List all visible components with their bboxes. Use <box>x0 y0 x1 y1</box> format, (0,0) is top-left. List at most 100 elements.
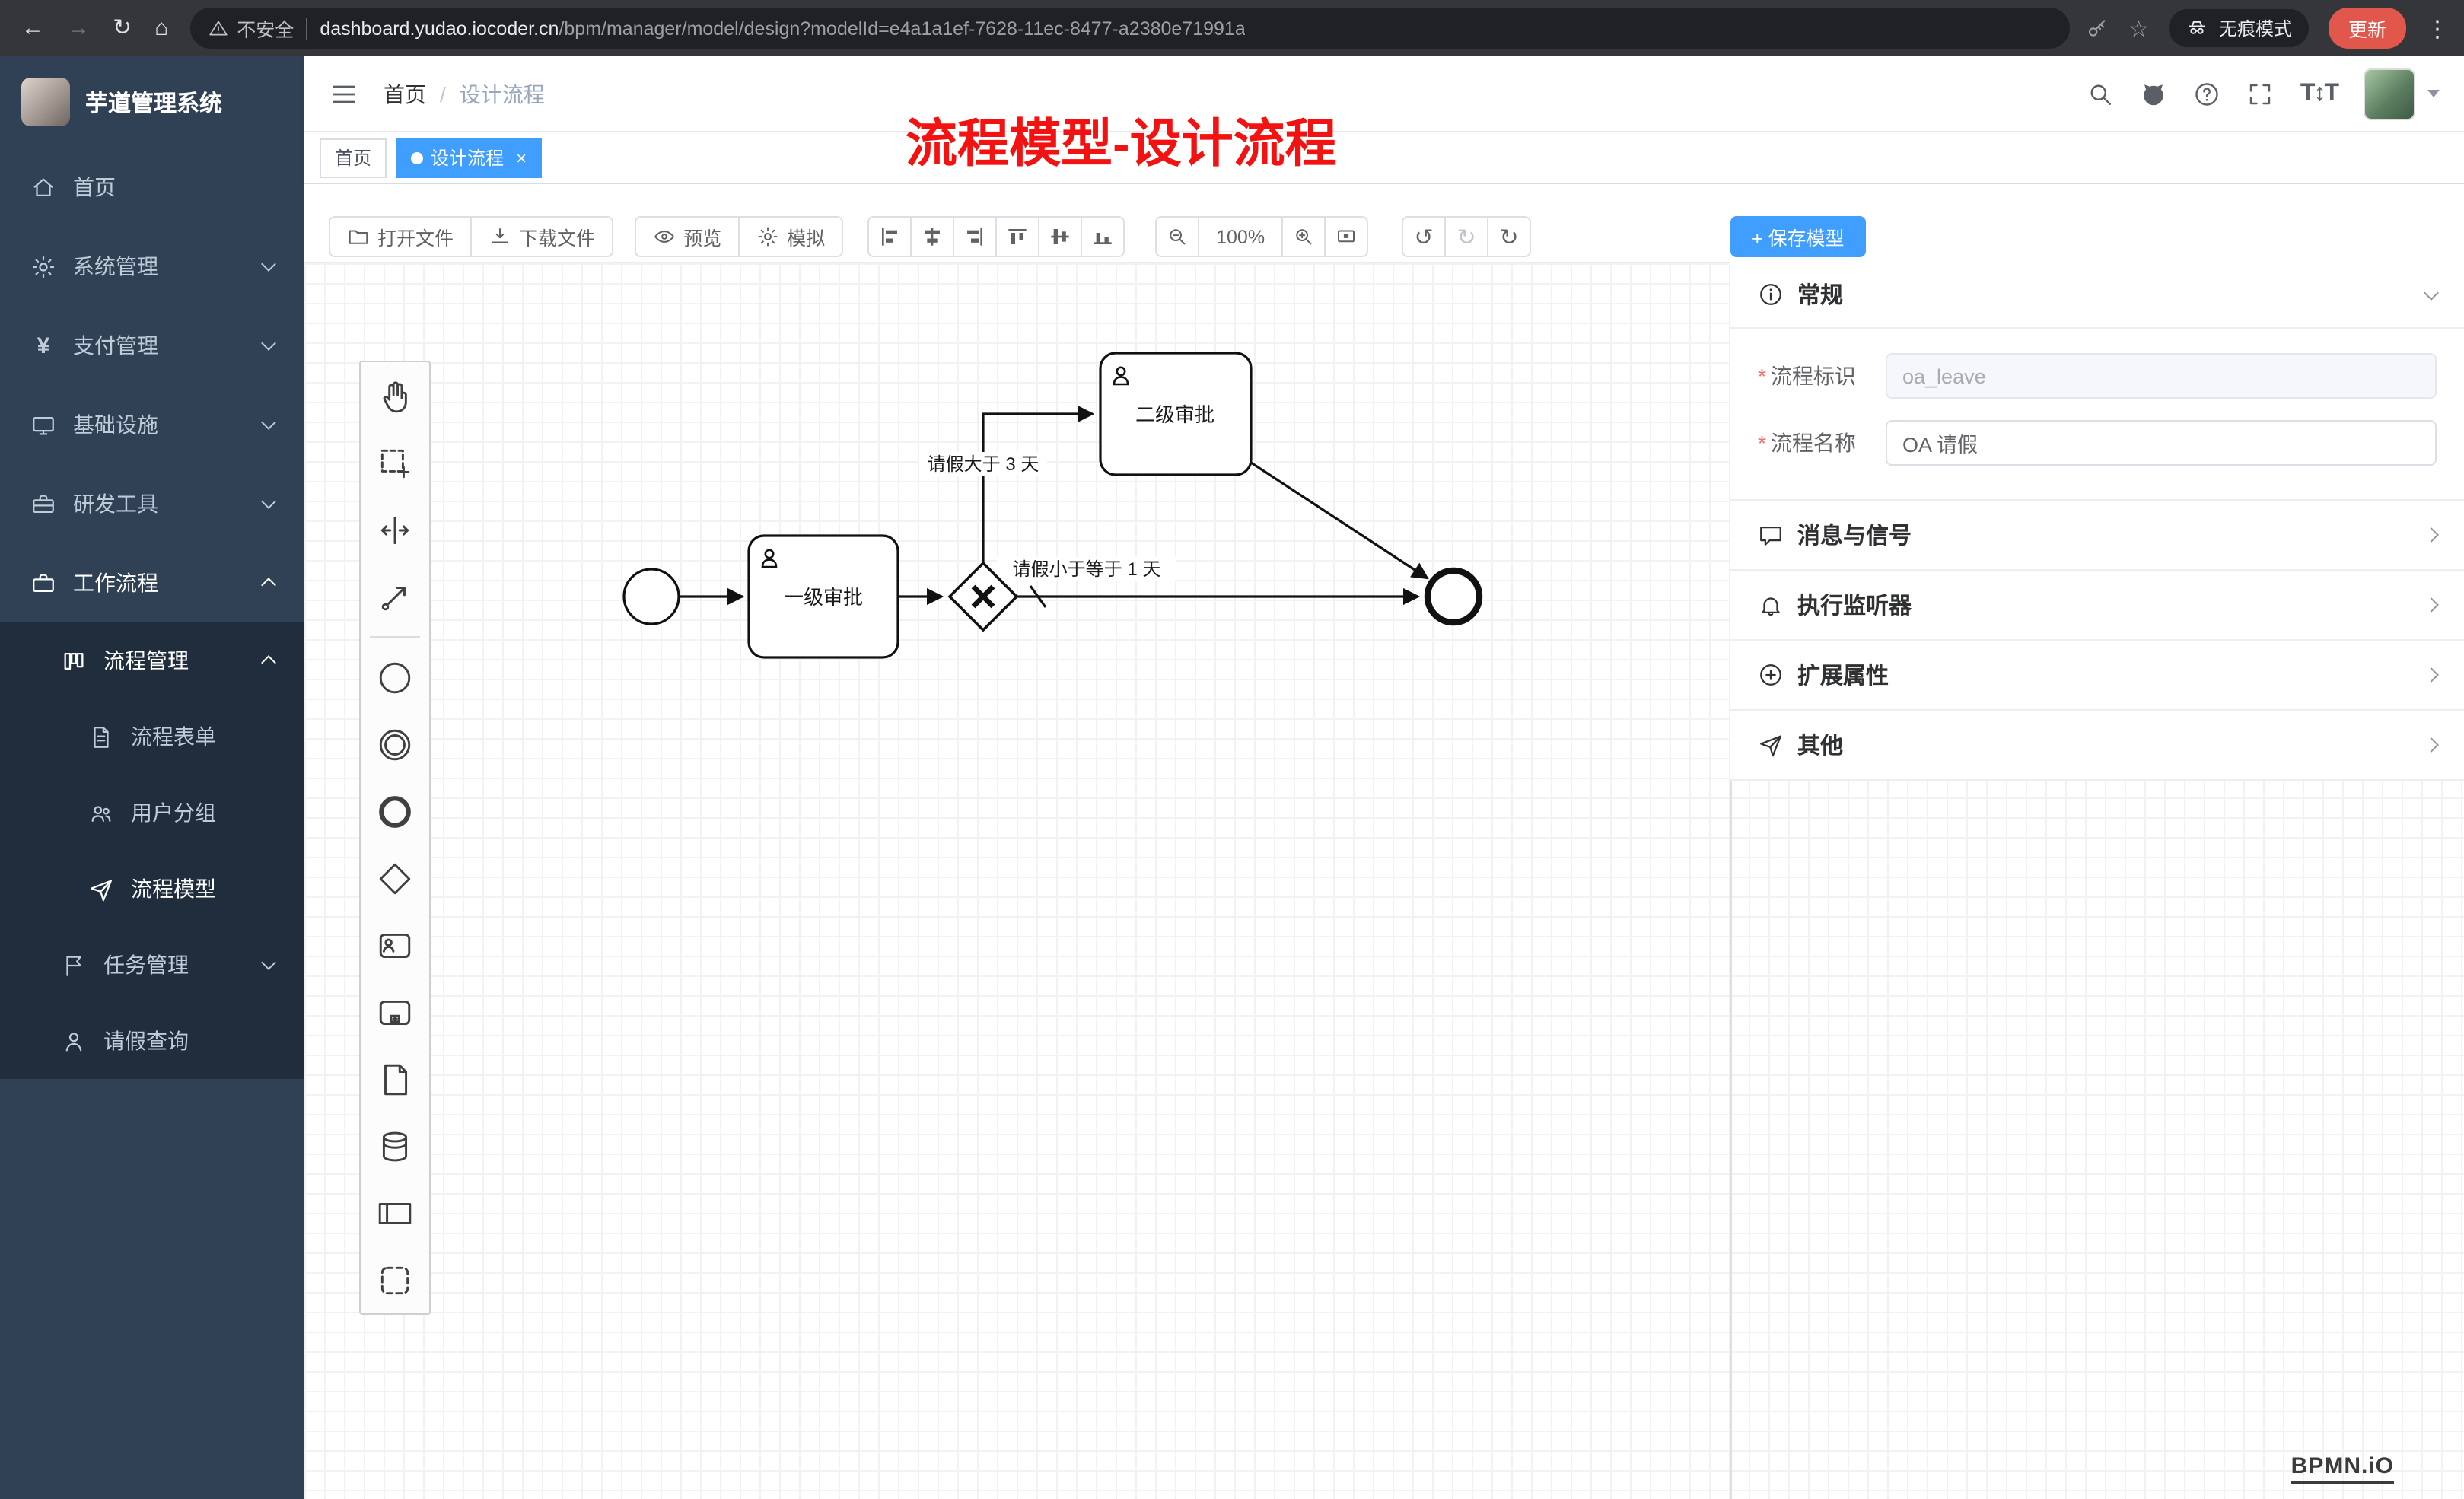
help-icon[interactable] <box>2194 80 2221 107</box>
download-file-button[interactable]: 下载文件 <box>470 216 614 257</box>
yen-icon: ¥ <box>37 333 50 358</box>
close-icon[interactable]: × <box>516 147 527 168</box>
section-other[interactable]: 其他 <box>1730 711 2464 781</box>
end-event[interactable] <box>1424 567 1483 626</box>
align-center-button[interactable] <box>910 216 955 257</box>
sidebar-item-process-model[interactable]: 流程模型 <box>0 851 304 927</box>
start-event[interactable] <box>622 568 680 625</box>
create-gateway[interactable] <box>361 845 429 912</box>
app-logo[interactable]: 芋道管理系统 <box>0 56 304 148</box>
browser-home-icon[interactable]: ⌂ <box>154 15 169 41</box>
sidebar-item-process-mgmt[interactable]: 流程管理 <box>0 622 304 699</box>
align-left-button[interactable] <box>867 216 912 257</box>
search-icon[interactable] <box>2087 80 2115 107</box>
sidebar-item-user-group[interactable]: 用户分组 <box>0 775 304 851</box>
browser-chrome: ← → ↻ ⌂ 不安全 dashboard.yudao.iocoder.cn/b… <box>0 0 2464 56</box>
connect-icon <box>381 586 406 610</box>
preview-button[interactable]: 预览 <box>635 216 740 257</box>
breadcrumb-home[interactable]: 首页 <box>384 81 426 106</box>
reload-icon[interactable]: ↻ <box>113 15 132 41</box>
plus-circle-icon <box>1760 664 1781 686</box>
tags-view: 首页 设计流程 × <box>304 132 2464 184</box>
font-size-icon[interactable]: T↕T <box>2300 80 2339 106</box>
sidebar-item-home[interactable]: 首页 <box>0 148 304 227</box>
sidebar-item-devtools[interactable]: 研发工具 <box>0 464 304 543</box>
task-level1[interactable]: 一级审批 <box>747 534 899 659</box>
hand-tool[interactable] <box>361 362 429 429</box>
create-data-object[interactable] <box>361 1045 429 1112</box>
space-tool-icon <box>380 515 409 544</box>
back-icon[interactable]: ← <box>21 15 44 41</box>
sidebar-item-label: 流程模型 <box>131 877 216 901</box>
section-general[interactable]: 常规 <box>1730 262 2464 329</box>
user-menu[interactable] <box>2364 68 2440 119</box>
align-bottom-button[interactable] <box>1081 216 1125 257</box>
sidebar-item-payment[interactable]: ¥ 支付管理 <box>0 306 304 385</box>
sidebar-item-label: 研发工具 <box>73 492 158 516</box>
fullscreen-icon[interactable] <box>2247 80 2275 107</box>
sidebar-item-leave-query[interactable]: 请假查询 <box>0 1003 304 1079</box>
gateway-icon <box>379 862 411 894</box>
task-level2[interactable]: 二级审批 <box>1099 352 1253 476</box>
zoom-in-button[interactable] <box>1281 216 1326 257</box>
section-extended-attrs[interactable]: 扩展属性 <box>1730 641 2464 711</box>
task-level1-label: 一级审批 <box>784 586 863 609</box>
create-user-task[interactable] <box>361 912 429 979</box>
align-middle-button[interactable] <box>1038 216 1083 257</box>
align-right-button[interactable] <box>953 216 998 257</box>
avatar[interactable] <box>2364 68 2415 119</box>
sidebar-item-system[interactable]: 系统管理 <box>0 227 304 306</box>
main-area: 流程模型-设计流程 首页 / 设计流程 T↕T <box>304 56 2464 1499</box>
subprocess-icon <box>379 999 411 1025</box>
tag-home[interactable]: 首页 <box>320 138 387 177</box>
sidebar-item-workflow[interactable]: 工作流程 <box>0 543 304 622</box>
browser-menu-icon[interactable]: ⋮ <box>2426 16 2449 42</box>
process-name-input[interactable] <box>1886 420 2437 466</box>
key-icon[interactable] <box>2084 16 2109 40</box>
section-execution-listener[interactable]: 执行监听器 <box>1730 571 2464 641</box>
process-key-field: *流程标识 <box>1758 353 2437 399</box>
lasso-tool[interactable] <box>361 429 429 496</box>
create-subprocess[interactable] <box>361 979 429 1045</box>
bpmn-io-watermark[interactable]: BPMN.iO <box>2291 1453 2394 1484</box>
global-connect-tool[interactable] <box>361 563 429 630</box>
create-start-event[interactable] <box>361 644 429 711</box>
bookmark-star-icon[interactable]: ☆ <box>2128 16 2149 42</box>
github-icon[interactable] <box>2141 80 2168 107</box>
tag-design-process[interactable]: 设计流程 × <box>396 138 543 177</box>
flow-label-le1[interactable]: 请假小于等于 1 天 <box>1013 559 1161 580</box>
document-icon <box>94 726 109 747</box>
create-intermediate-event[interactable] <box>361 711 429 778</box>
restart-button[interactable]: ↻ <box>1487 216 1532 257</box>
flow-label-gt3[interactable]: 请假大于 3 天 <box>928 454 1039 475</box>
sidebar-item-process-form[interactable]: 流程表单 <box>0 699 304 775</box>
zoom-reset-button[interactable] <box>1324 216 1369 257</box>
align-top-button[interactable] <box>995 216 1040 257</box>
update-button[interactable]: 更新 <box>2328 8 2406 49</box>
forward-icon[interactable]: → <box>67 15 90 41</box>
undo-button[interactable]: ↺ <box>1402 216 1447 257</box>
security-chip[interactable]: 不安全 <box>208 14 294 43</box>
open-file-button[interactable]: 打开文件 <box>329 216 473 257</box>
create-group[interactable] <box>361 1246 429 1313</box>
collapse-sidebar-icon[interactable] <box>329 78 359 109</box>
section-message-signal[interactable]: 消息与信号 <box>1730 501 2464 571</box>
create-end-event[interactable] <box>361 778 429 845</box>
redo-button[interactable]: ↻ <box>1444 216 1489 257</box>
zoom-out-button[interactable] <box>1155 216 1200 257</box>
address-separator <box>306 18 308 39</box>
space-tool[interactable] <box>361 496 429 563</box>
address-bar[interactable]: 不安全 dashboard.yudao.iocoder.cn/bpm/manag… <box>189 8 2070 49</box>
simulate-button[interactable]: 模拟 <box>738 216 844 257</box>
create-data-store[interactable] <box>361 1112 429 1179</box>
sidebar-item-infra[interactable]: 基础设施 <box>0 385 304 464</box>
briefcase-icon <box>33 573 54 592</box>
flow-gateway-to-task2[interactable] <box>982 405 1095 563</box>
create-participant[interactable] <box>361 1179 429 1246</box>
flow-task2-to-end[interactable] <box>1250 461 1429 580</box>
sidebar-item-task-mgmt[interactable]: 任务管理 <box>0 927 304 1003</box>
save-model-button[interactable]: + 保存模型 <box>1730 216 1866 257</box>
process-key-input[interactable] <box>1886 353 2437 399</box>
exclusive-gateway[interactable] <box>947 561 1019 632</box>
